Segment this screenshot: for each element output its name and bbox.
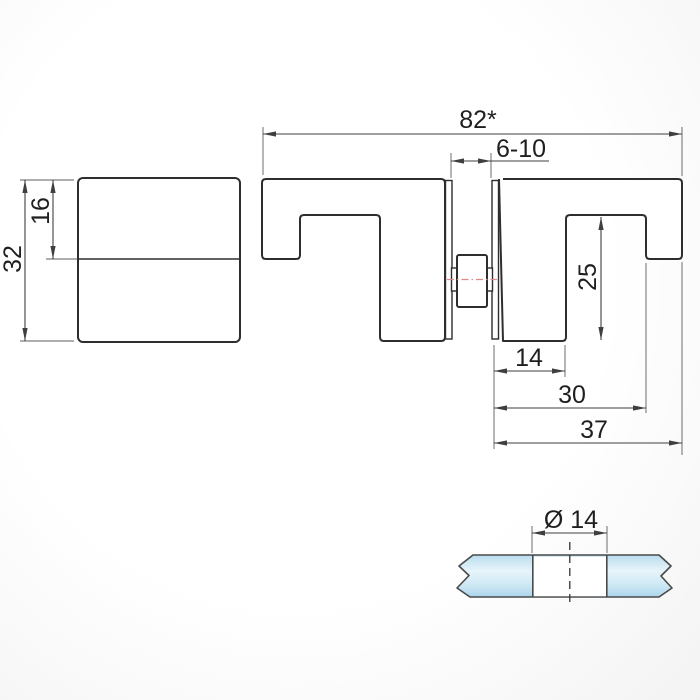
dim-hole-diameter: Ø 14 bbox=[531, 506, 608, 553]
left-knob-body bbox=[261, 178, 446, 342]
right-knob-body bbox=[498, 178, 683, 342]
arrowhead-down bbox=[598, 327, 604, 340]
arrowhead-right bbox=[669, 440, 682, 446]
dim-30: 30 bbox=[494, 263, 647, 413]
arrowhead-down bbox=[22, 328, 28, 341]
spacer-bushing bbox=[456, 254, 488, 308]
dim-label-14: 14 bbox=[515, 344, 543, 372]
arrowhead-right bbox=[552, 368, 565, 374]
arrowhead-left bbox=[532, 530, 545, 536]
right-gasket-plate bbox=[491, 179, 500, 340]
dim-label-37: 37 bbox=[580, 416, 608, 444]
arrowhead-left bbox=[494, 368, 507, 374]
arrowhead-left bbox=[263, 131, 276, 137]
knob-side-view bbox=[77, 177, 241, 343]
arrowhead-up bbox=[22, 180, 28, 193]
dim-label-25: 25 bbox=[574, 263, 602, 291]
arrowhead-right bbox=[633, 405, 646, 411]
arrowhead-down bbox=[50, 246, 56, 259]
knob-front-view bbox=[261, 178, 683, 342]
arrowhead-left bbox=[494, 440, 507, 446]
arrowhead-right bbox=[478, 158, 491, 164]
knob-face-outline bbox=[77, 177, 241, 343]
arrowhead-right bbox=[669, 131, 682, 137]
dim-82: 82* bbox=[262, 106, 683, 455]
arrowhead-up bbox=[50, 180, 56, 193]
dim-label-hole-diameter: Ø 14 bbox=[544, 506, 598, 534]
dim-label-82: 82* bbox=[459, 106, 497, 134]
dim-label-30: 30 bbox=[558, 381, 586, 409]
dim-37: 37 bbox=[494, 416, 682, 446]
left-gasket-plate bbox=[444, 179, 453, 340]
arrowhead-left bbox=[494, 405, 507, 411]
arrowhead-up bbox=[598, 217, 604, 230]
dim-14: 14 bbox=[493, 344, 566, 449]
glass-hole bbox=[533, 556, 606, 597]
glass-section-view bbox=[456, 542, 673, 604]
dim-32: 32 bbox=[0, 179, 74, 342]
dim-label-32: 32 bbox=[0, 245, 27, 273]
dim-16: 16 bbox=[27, 180, 77, 260]
dim-6-10: 6-10 bbox=[450, 135, 549, 178]
dim-label-6-10: 6-10 bbox=[496, 135, 546, 163]
dim-label-16: 16 bbox=[27, 197, 55, 225]
arrowhead-left bbox=[451, 158, 464, 164]
dim-25: 25 bbox=[574, 217, 604, 340]
arrowhead-right bbox=[594, 530, 607, 536]
